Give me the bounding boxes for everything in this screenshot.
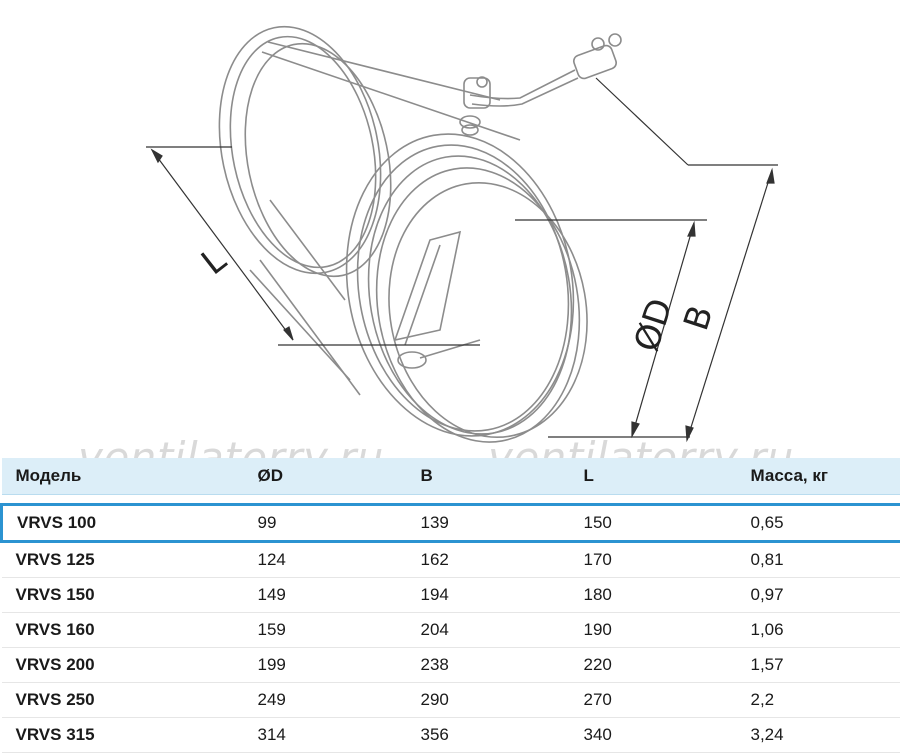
header-b: B [406,458,570,495]
cell-diameter: 149 [243,577,407,613]
cell-model: VRVS 200 [1,647,244,683]
cell-diameter: 99 [243,503,407,543]
damper-body [249,41,521,396]
table-row: VRVS 200 199 238 220 1,57 [1,647,900,683]
cell-model: VRVS 160 [1,612,244,648]
cell-l: 190 [569,612,737,648]
cell-model: VRVS 315 [1,717,244,753]
cell-b: 356 [406,717,570,753]
cell-l: 340 [569,717,737,753]
back-flange [218,25,392,278]
cell-mass: 0,81 [736,541,900,578]
cell-diameter: 314 [243,717,407,753]
cell-diameter: 124 [243,541,407,578]
table-row: VRVS 100 99 139 150 0,65 [0,503,900,543]
table-row: VRVS 125 124 162 170 0,81 [1,541,900,578]
table-row: VRVS 315 314 356 340 3,24 [1,717,900,753]
cell-mass: 0,97 [736,577,900,613]
dimension-label-b: B [676,301,721,336]
cell-diameter: 159 [243,612,407,648]
cell-diameter: 199 [243,647,407,683]
lever-handle [459,33,622,136]
cell-diameter: 249 [243,682,407,718]
header-l: L [569,458,737,495]
cell-model: VRVS 250 [1,682,244,718]
dimension-label-d: ØD [627,294,681,357]
cell-l: 220 [569,647,737,683]
cell-mass: 3,24 [736,717,900,753]
cell-mass: 2,2 [736,682,900,718]
cell-b: 194 [406,577,570,613]
cell-l: 270 [569,682,737,718]
cell-mass: 1,57 [736,647,900,683]
valve-disc [393,230,481,369]
table-row: VRVS 250 249 290 270 2,2 [1,682,900,718]
header-mass: Масса, кг [736,458,900,495]
cell-b: 139 [406,503,570,543]
cell-mass: 1,06 [736,612,900,648]
dimension-label-l: L [194,240,234,283]
cell-mass: 0,65 [736,503,900,543]
cell-l: 150 [569,503,737,543]
header-diameter: ØD [243,458,407,495]
table-header-row: Модель ØD B L Масса, кг [1,458,900,495]
cell-b: 204 [406,612,570,648]
header-model: Модель [1,458,244,495]
dimension-lines [146,77,778,443]
table-row: VRVS 160 159 204 190 1,06 [1,612,900,648]
front-flange [345,133,588,443]
cell-l: 170 [569,541,737,578]
damper-technical-drawing: L ØD B [146,25,778,443]
cell-b: 162 [406,541,570,578]
cell-b: 238 [406,647,570,683]
cell-b: 290 [406,682,570,718]
table-row: VRVS 150 149 194 180 0,97 [1,577,900,613]
cell-model: VRVS 100 [0,503,244,543]
cell-model: VRVS 150 [1,577,244,613]
cell-model: VRVS 125 [1,541,244,578]
cell-l: 180 [569,577,737,613]
specifications-table: Модель ØD B L Масса, кг VRVS 100 99 139 … [0,458,900,753]
